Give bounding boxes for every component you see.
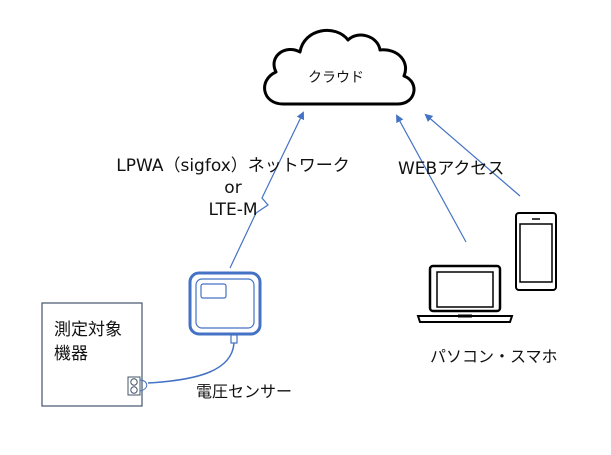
terminal-block-icon — [127, 376, 148, 396]
network-label: LPWA（sigfox）ネットワーク or LTE-M — [100, 155, 366, 221]
network-label-line2: or — [224, 178, 242, 198]
target-equipment-label: 測定対象 機器 — [54, 318, 122, 366]
clients-label: パソコン・スマホ — [430, 347, 558, 366]
cloud-icon — [263, 29, 416, 106]
smartphone-icon — [515, 212, 557, 291]
target-equipment-box — [41, 302, 143, 407]
web-access-label: WEBアクセス — [398, 159, 505, 179]
laptop-icon — [416, 264, 514, 323]
lpwa-link-arrow — [229, 111, 304, 269]
network-label-line1: LPWA（sigfox）ネットワーク — [116, 156, 350, 176]
phone-link-arrow — [424, 113, 521, 197]
cloud-label: クラウド — [308, 70, 364, 86]
network-label-line3: LTE-M — [208, 200, 258, 220]
sensor-cable — [147, 342, 235, 384]
laptop-link-arrow — [396, 114, 467, 243]
target-equipment-line2: 機器 — [54, 344, 88, 364]
gateway-device-icon — [188, 271, 262, 344]
target-equipment-line1: 測定対象 — [54, 320, 122, 340]
voltage-sensor-label: 電圧センサー — [196, 382, 293, 401]
